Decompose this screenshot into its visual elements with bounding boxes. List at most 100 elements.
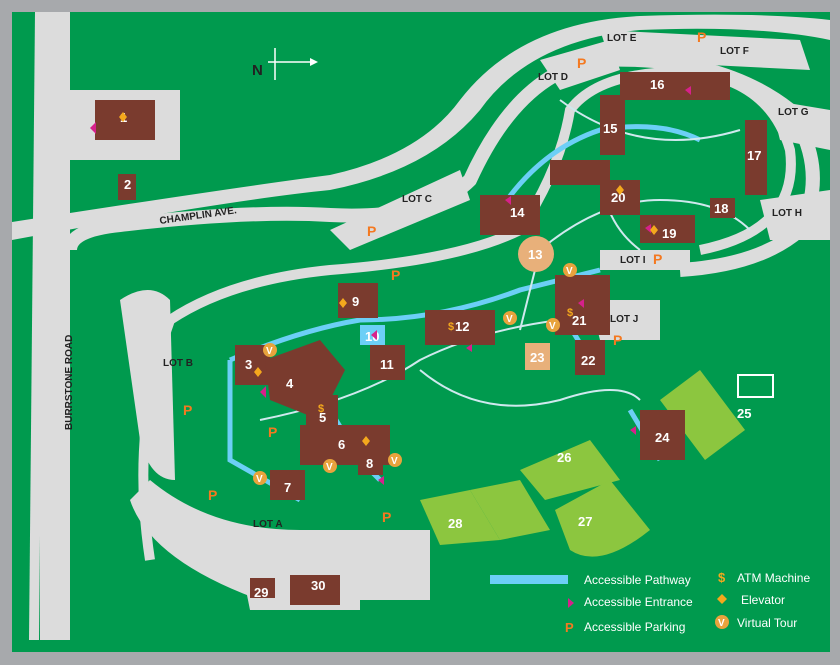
legend-atm-label: ATM Machine: [737, 571, 810, 585]
legend-parking-icon: P: [565, 620, 574, 635]
parking-marker[interactable]: P: [697, 29, 706, 45]
bldg-label-10[interactable]: 10: [365, 329, 379, 344]
parking-marker[interactable]: P: [613, 332, 622, 348]
parking-marker[interactable]: P: [382, 509, 391, 525]
parking-marker[interactable]: P: [183, 402, 192, 418]
lot-label-d: LOT D: [538, 72, 568, 83]
elevator-marker: [616, 185, 624, 195]
bldg-label-24[interactable]: 24: [655, 430, 670, 445]
compass-label: N: [252, 62, 263, 79]
bldg-label-19[interactable]: 19: [662, 226, 676, 241]
lot-label-e: LOT E: [607, 33, 637, 44]
legend-elevator-icon: [717, 594, 727, 604]
bldg-label-30[interactable]: 30: [311, 578, 325, 593]
tour-marker[interactable]: V: [263, 343, 277, 357]
bldg-label-6[interactable]: 6: [338, 437, 345, 452]
bldg-label-9[interactable]: 9: [352, 294, 359, 309]
parking-marker[interactable]: P: [391, 267, 400, 283]
bldg-23-shape: [525, 343, 550, 370]
bldg-label-11[interactable]: 11: [380, 357, 394, 372]
bldg-15-shape: [600, 95, 625, 155]
bldg-label-5[interactable]: 5: [319, 410, 326, 425]
field-28b: [470, 480, 550, 540]
bldg-12-shape: [425, 310, 495, 345]
legend-pathway-swatch: [490, 575, 568, 584]
entrance-marker: [371, 330, 377, 340]
bldg-label-2[interactable]: 2: [124, 177, 131, 192]
bldg-label-29[interactable]: 29: [254, 585, 268, 600]
tour-marker[interactable]: V: [388, 453, 402, 467]
lot-label-i: LOT I: [620, 255, 646, 266]
field-24-track: [660, 370, 745, 460]
entrance-marker: [578, 299, 584, 308]
field-26: [520, 440, 620, 500]
parking-marker[interactable]: P: [653, 251, 662, 267]
lot-label-j: LOT J: [610, 314, 638, 325]
tour-marker[interactable]: V: [253, 471, 267, 485]
entrance-marker: [260, 386, 266, 398]
legend-entrance-label: Accessible Entrance: [584, 595, 693, 609]
bldg-label-27[interactable]: 27: [578, 514, 592, 529]
elevator-markers: [119, 112, 658, 446]
legend-entrance-icon: [568, 598, 574, 608]
lot-labels: LOT A LOT B LOT C LOT D LOT E LOT F LOT …: [163, 33, 809, 530]
atm-marker[interactable]: $: [318, 403, 324, 415]
tour-markers: V V V V V V V: [253, 263, 577, 485]
burrstone-road: [29, 11, 70, 641]
bldg-label-8[interactable]: 8: [366, 456, 373, 471]
bldg-label-25[interactable]: 25: [737, 406, 751, 421]
bldg-label-12[interactable]: 12: [455, 319, 469, 334]
legend-tour-icon: [715, 615, 729, 629]
elevator-marker: [650, 225, 658, 235]
elevator-marker: [254, 367, 262, 377]
bldg-30-shape: [290, 575, 340, 605]
bldg-11-shape: [370, 345, 405, 380]
bldg-label-23[interactable]: 23: [530, 350, 544, 365]
bldg-label-7[interactable]: 7: [284, 480, 291, 495]
parking-marker[interactable]: P: [208, 487, 217, 503]
atm-marker[interactable]: $: [567, 307, 573, 319]
bldg-label-28[interactable]: 28: [448, 516, 462, 531]
bldg-17-shape: [745, 120, 767, 195]
svg-text:V: V: [266, 346, 273, 357]
lot-label-b: LOT B: [163, 358, 193, 369]
parking-marker[interactable]: P: [268, 424, 277, 440]
bldg-label-20[interactable]: 20: [611, 190, 625, 205]
lot-label-a: LOT A: [253, 519, 283, 530]
bldg-label-18[interactable]: 18: [714, 201, 728, 216]
tour-marker[interactable]: V: [503, 311, 517, 325]
tour-marker[interactable]: V: [563, 263, 577, 277]
atm-markers: $ $ $: [318, 307, 573, 415]
parking-marker[interactable]: P: [577, 55, 586, 71]
entrance-marker: [685, 86, 691, 95]
bldg-16-shape: [620, 72, 730, 100]
tour-marker[interactable]: V: [323, 459, 337, 473]
bldg-25-shape: [737, 374, 774, 398]
bldg-label-3[interactable]: 3: [245, 357, 252, 372]
parking-marker[interactable]: P: [367, 223, 376, 239]
bldg-label-16[interactable]: 16: [650, 77, 664, 92]
tour-marker[interactable]: V: [546, 318, 560, 332]
field-28: [420, 490, 500, 545]
bldg-label-26[interactable]: 26: [557, 450, 571, 465]
bldg-label-17[interactable]: 17: [747, 148, 761, 163]
sports-fields: [420, 236, 774, 557]
bldg-label-22[interactable]: 22: [581, 353, 595, 368]
compass: N: [252, 48, 318, 80]
bldg-label-13[interactable]: 13: [528, 247, 542, 262]
bldg-label-21[interactable]: 21: [572, 313, 586, 328]
road-label-burrstone: BURRSTONE ROAD: [64, 335, 75, 430]
field-27: [555, 480, 650, 557]
bldg-label-4[interactable]: 4: [286, 376, 294, 391]
svg-text:V: V: [391, 456, 398, 467]
entrance-markers: [90, 86, 691, 485]
champlin-avenue: [12, 14, 830, 240]
svg-text:V: V: [256, 474, 263, 485]
bldg-22-shape: [575, 340, 605, 375]
entrance-marker: [645, 224, 651, 233]
atm-marker[interactable]: $: [448, 321, 454, 333]
elevator-marker: [339, 298, 347, 308]
bldg-label-15[interactable]: 15: [603, 121, 617, 136]
bldg-label-14[interactable]: 14: [510, 205, 525, 220]
